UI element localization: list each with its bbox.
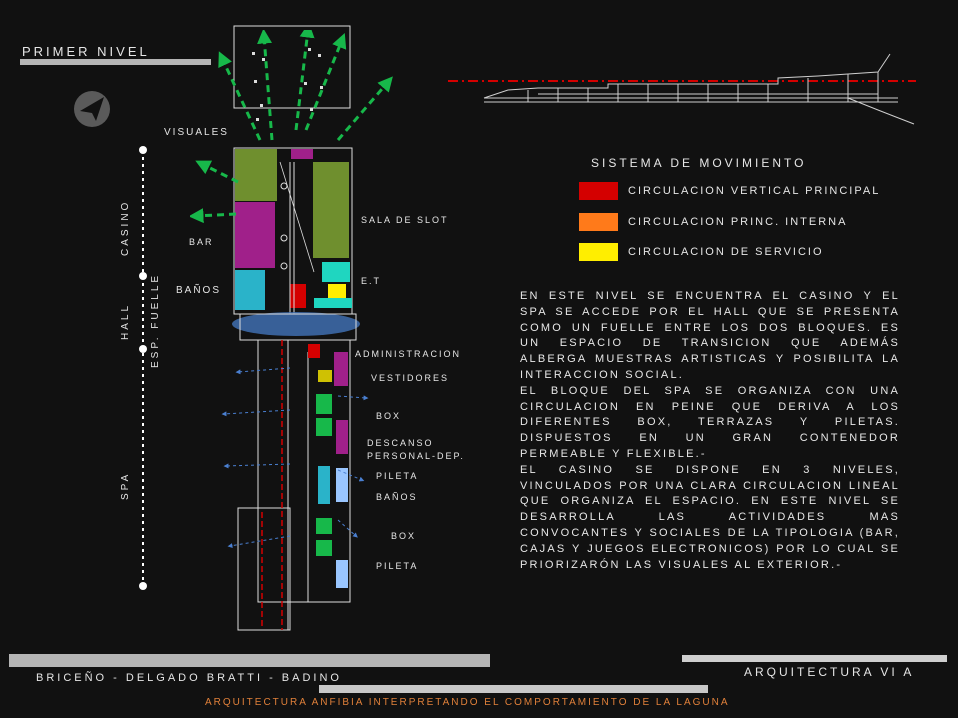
label-pileta-1: PILETA: [376, 471, 419, 481]
legend-title: SISTEMA DE MOVIMIENTO: [591, 156, 807, 170]
label-sala-de-slot: SALA DE SLOT: [361, 215, 449, 225]
section-axis: [139, 146, 147, 590]
footer-bar-left: [9, 654, 490, 667]
label-et: E.T: [361, 276, 382, 286]
north-arrow-icon: [74, 91, 110, 127]
label-vestidores: VESTIDORES: [371, 373, 450, 383]
axis-label-esp-fuelle: ESP. FUELLE: [150, 272, 161, 368]
label-descanso-2: PERSONAL-DEP.: [367, 451, 465, 461]
label-administracion: ADMINISTRACION: [355, 349, 462, 359]
floor-plan: [232, 25, 360, 631]
label-visuales: VISUALES: [164, 127, 229, 138]
legend-label-vertical: CIRCULACION VERTICAL PRINCIPAL: [628, 185, 881, 197]
description-paragraph-3: El casino se dispone en 3 niveles, vincu…: [520, 463, 900, 571]
axis-label-casino: CASINO: [120, 199, 131, 256]
title-underline: [20, 59, 211, 65]
footer-bar-right: [682, 655, 947, 662]
legend-swatch-servicio: [579, 243, 618, 261]
level-title: PRIMER NIVEL: [22, 44, 150, 59]
legend-swatch-vertical: [579, 182, 618, 200]
visual-arrows: [190, 30, 393, 224]
footer-authors: BRICEÑO - DELGADO BRATTI - BADINO: [36, 672, 342, 684]
legend-swatch-interna: [579, 213, 618, 231]
footer-course: ARQUITECTURA VI A: [744, 665, 915, 679]
axis-label-spa: SPA: [120, 471, 131, 500]
label-pileta-2: PILETA: [376, 561, 419, 571]
section-elevation: [448, 53, 916, 125]
footer-subtitle: ARQUITECTURA ANFIBIA INTERPRETANDO EL CO…: [205, 697, 730, 708]
label-banos-top: BAÑOS: [176, 285, 222, 296]
label-box-1: BOX: [376, 411, 402, 421]
legend-label-servicio: CIRCULACION DE SERVICIO: [628, 246, 824, 258]
axis-label-hall: HALL: [120, 302, 131, 340]
description-text: En este nivel se encuentra el casino y e…: [520, 289, 900, 573]
description-paragraph-2: El bloque del spa se organiza con una ci…: [520, 384, 900, 460]
label-box-2: BOX: [391, 531, 417, 541]
label-bar: BAR: [189, 237, 214, 247]
label-banos-bottom: BAÑOS: [376, 492, 418, 502]
footer-bar-middle: [319, 685, 708, 693]
label-descanso-1: DESCANSO: [367, 438, 434, 448]
spa-arrows: [221, 367, 369, 549]
legend-label-interna: CIRCULACION PRINC. INTERNA: [628, 216, 848, 228]
description-paragraph-1: En este nivel se encuentra el casino y e…: [520, 290, 900, 381]
